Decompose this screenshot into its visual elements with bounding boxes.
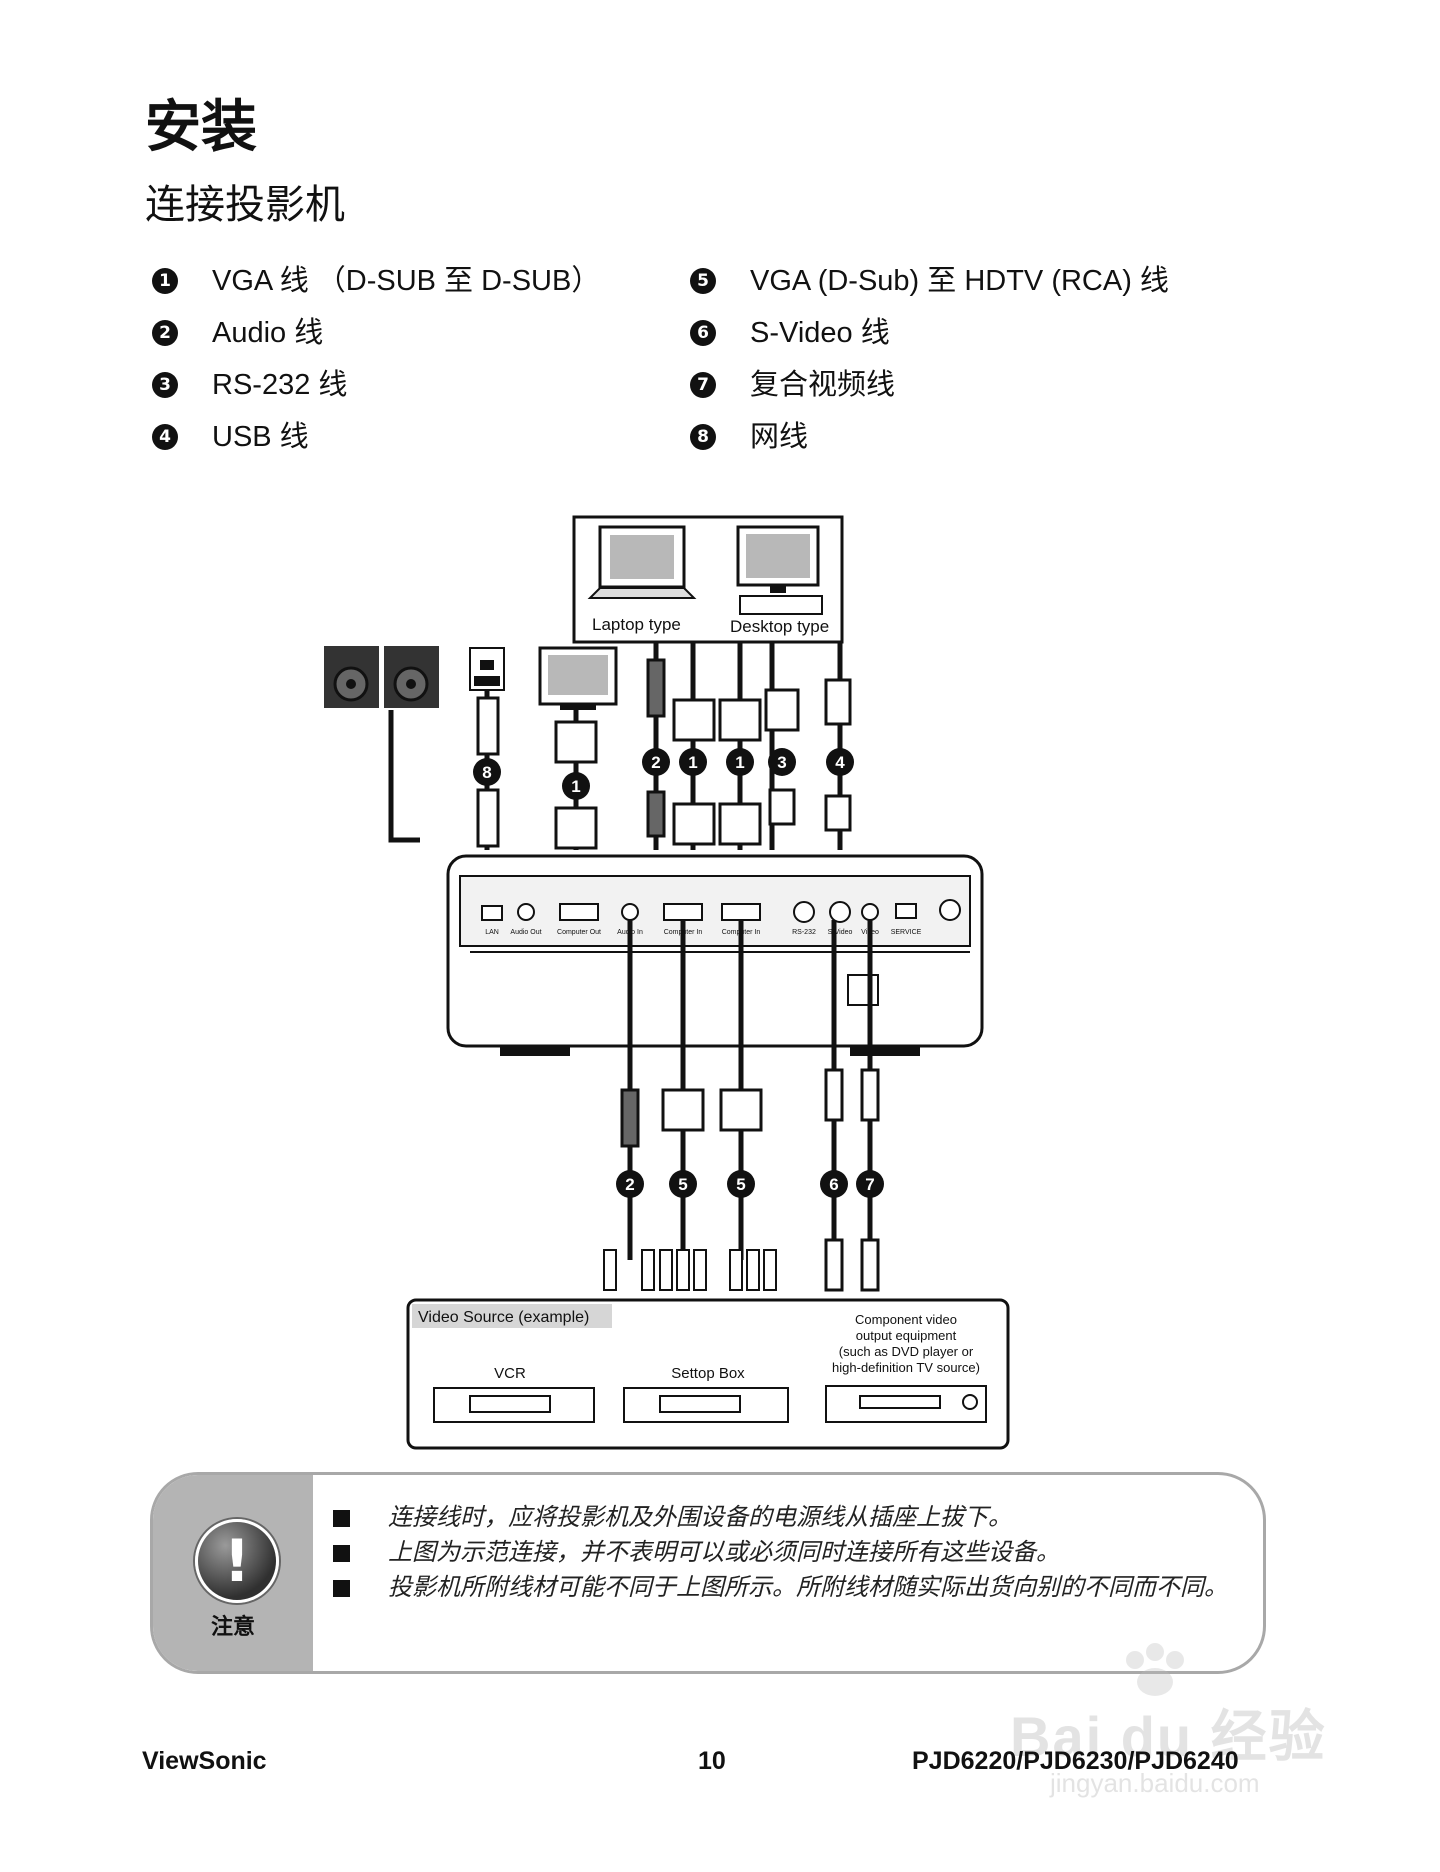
legend-number: 6 — [690, 320, 716, 346]
legend-label: RS-232 线 — [212, 369, 348, 401]
computer-box: Laptop type Desktop type — [572, 515, 844, 644]
component-label: output equipment — [856, 1328, 957, 1343]
watermark-url: jingyan.baidu.com — [1050, 1768, 1260, 1798]
component-label: high-definition TV source) — [832, 1360, 980, 1375]
legend-item: 8 网线 — [690, 408, 1330, 460]
desktop-icon — [736, 525, 823, 615]
badge: 2 — [651, 753, 660, 772]
vcr-label: VCR — [494, 1365, 526, 1382]
component-label: Component video — [855, 1312, 957, 1327]
note-item: 上图为示范连接，并不表明可以或必须同时连接所有这些设备。 — [333, 1536, 1239, 1569]
legend-number: 3 — [152, 372, 178, 398]
note-list: 连接线时，应将投影机及外围设备的电源线从插座上拔下。 上图为示范连接，并不表明可… — [333, 1501, 1239, 1606]
legend-item: 7 复合视频线 — [690, 356, 1330, 408]
legend-label: 网线 — [750, 421, 809, 453]
legend-item: 4 USB 线 — [152, 408, 692, 460]
note-sidebar: ! 注意 — [153, 1475, 313, 1671]
cable-legend-left: 1 VGA 线 （D-SUB 至 D-SUB） 2 Audio 线 3 RS-232 … — [152, 252, 692, 460]
paw-icon — [1126, 1643, 1184, 1696]
note-item: 投影机所附线材可能不同于上图所示。所附线材随实际出货向别的不同而不同。 — [333, 1571, 1239, 1604]
legend-number: 1 — [152, 268, 178, 294]
footer-model: PJD6220/PJD6230/PJD6240 — [912, 1747, 1239, 1775]
legend-label: VGA (D-Sub) 至 HDTV (RCA) 线 — [750, 265, 1169, 297]
legend-number: 8 — [690, 424, 716, 450]
port-label: Computer Out — [557, 929, 601, 936]
note-label: 注意 — [210, 1615, 255, 1640]
badge: 4 — [835, 753, 845, 772]
component-label: (such as DVD player or — [839, 1344, 974, 1359]
legend-label: 复合视频线 — [750, 369, 896, 401]
badge: 3 — [777, 753, 786, 772]
port-label: RS-232 — [792, 929, 816, 936]
settop-label: Settop Box — [671, 1365, 745, 1382]
legend-number: 4 — [152, 424, 178, 450]
legend-number: 5 — [690, 268, 716, 294]
port-label: SERVICE — [891, 929, 922, 936]
desktop-label: Desktop type — [730, 617, 829, 636]
footer-page-number: 10 — [698, 1747, 726, 1775]
projector-body — [446, 854, 984, 1056]
laptop-icon — [587, 525, 697, 599]
speakers-icon — [324, 646, 439, 708]
note-item: 连接线时，应将投影机及外围设备的电源线从插座上拔下。 — [333, 1501, 1239, 1534]
legend-item: 3 RS-232 线 — [152, 356, 692, 408]
port-label: S-Video — [828, 929, 853, 936]
legend-label: USB 线 — [212, 421, 309, 453]
legend-item: 6 S-Video 线 — [690, 304, 1330, 356]
connectors-bottom — [620, 1068, 880, 1292]
laptop-label: Laptop type — [592, 615, 681, 634]
badge: 5 — [736, 1175, 745, 1194]
page-title: 安装 — [145, 95, 257, 160]
video-source-title: Video Source (example) — [418, 1309, 589, 1326]
note-box: ! 注意 连接线时，应将投影机及外围设备的电源线从插座上拔下。 上图为示范连接，… — [150, 1472, 1266, 1674]
legend-label: VGA 线 （D-SUB 至 D-SUB） — [212, 265, 601, 297]
watermark-text: Bai du 经验 — [1010, 1705, 1327, 1768]
connectors-top — [476, 658, 852, 850]
network-icon — [469, 647, 505, 691]
monitor-icon — [538, 646, 618, 710]
legend-item: 2 Audio 线 — [152, 304, 692, 356]
badge: 5 — [678, 1175, 687, 1194]
legend-item: 1 VGA 线 （D-SUB 至 D-SUB） — [152, 252, 692, 304]
badge: 7 — [865, 1175, 874, 1194]
footer-brand: ViewSonic — [142, 1747, 267, 1775]
cable-legend-right: 5 VGA (D-Sub) 至 HDTV (RCA) 线 6 S-Video 线 7… — [690, 252, 1330, 460]
rca-plugs — [603, 1249, 777, 1291]
badges-top: 8 1 2 1 1 3 4 — [473, 748, 854, 800]
badge: 1 — [571, 777, 580, 796]
badge: 1 — [735, 753, 744, 772]
port-label: LAN — [485, 929, 499, 936]
baidu-watermark: Bai du 经验 jingyan.baidu.com — [1010, 1640, 1340, 1810]
legend-number: 2 — [152, 320, 178, 346]
legend-number: 7 — [690, 372, 716, 398]
badge: 1 — [688, 753, 697, 772]
badge: 2 — [625, 1175, 634, 1194]
legend-label: S-Video 线 — [750, 317, 890, 349]
video-source-box: Video Source (example) VCR Settop Box Co… — [406, 1298, 1010, 1450]
port-label: Audio Out — [510, 929, 541, 936]
badges-bottom: 2 5 5 6 7 — [616, 1170, 884, 1198]
warning-icon: ! — [195, 1519, 279, 1603]
badge: 6 — [829, 1175, 838, 1194]
section-title: 连接投影机 — [145, 182, 345, 228]
badge: 8 — [482, 763, 491, 782]
legend-item: 5 VGA (D-Sub) 至 HDTV (RCA) 线 — [690, 252, 1330, 304]
legend-label: Audio 线 — [212, 317, 324, 349]
